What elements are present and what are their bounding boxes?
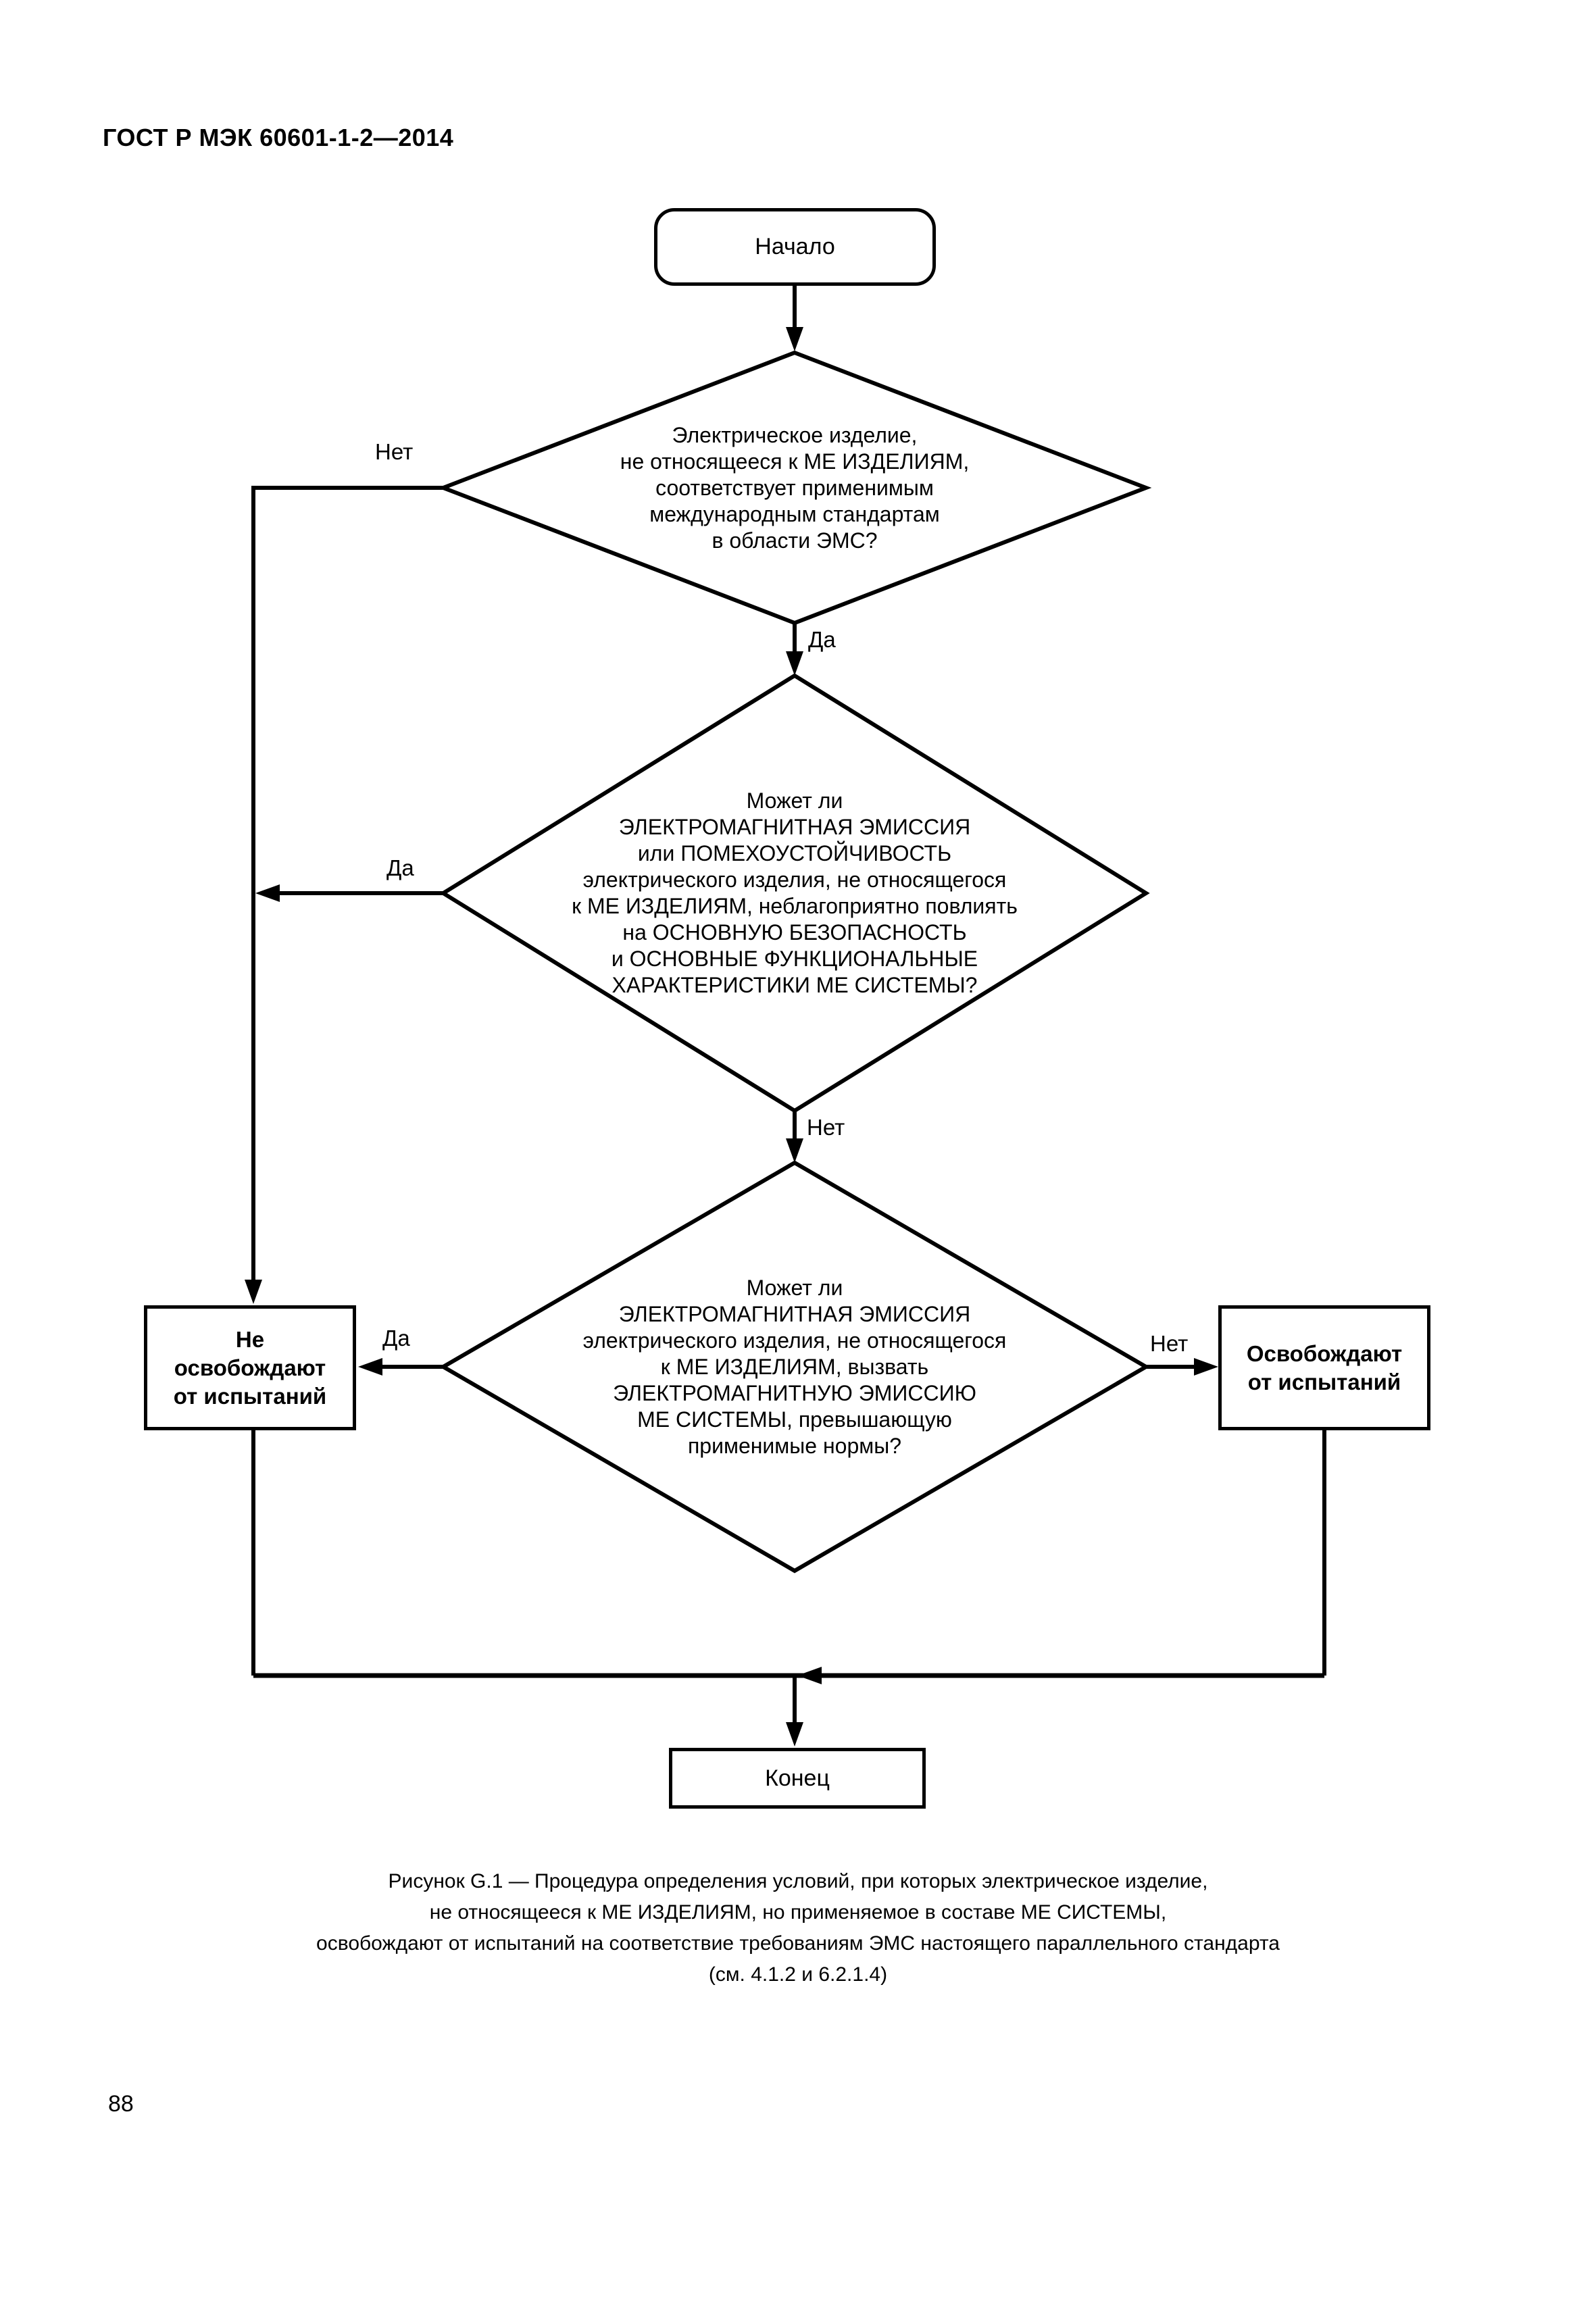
outcome-not-exempt-box: Не освобождают от испытаний [144, 1305, 356, 1430]
caption-line: Рисунок G.1 — Процедура определения усло… [388, 1870, 1208, 1892]
caption-line: освобождают от испытаний на соответствие… [316, 1932, 1280, 1955]
outcome-exempt-box: Освобождают от испытаний [1218, 1305, 1430, 1430]
edge-label-decision2-no: Нет [807, 1115, 845, 1140]
page-number: 88 [108, 2091, 134, 2117]
arrowhead-down-icon [786, 1138, 803, 1163]
edge-decision2-yes [255, 884, 443, 902]
arrowhead-left-icon [797, 1667, 822, 1684]
edge-label-decision3-yes: Да [382, 1326, 410, 1351]
outcome-line: от испытаний [173, 1383, 327, 1409]
edge-merge-horizontal [253, 1667, 1324, 1684]
edge-label-decision1-yes: Да [808, 627, 836, 652]
end-node: Конец [669, 1748, 926, 1809]
start-node: Начало [654, 208, 936, 286]
outcome-line: Не [235, 1326, 265, 1352]
arrowhead-right-icon [1194, 1358, 1218, 1376]
arrowhead-down-icon [245, 1280, 262, 1304]
decision1-diamond [437, 350, 1152, 626]
connector-line [251, 486, 443, 1282]
arrowhead-down-icon [786, 651, 803, 676]
arrowhead-down-icon [786, 1722, 803, 1746]
decision2-diamond [439, 673, 1150, 1113]
arrowhead-down-icon [786, 327, 803, 351]
end-node-label: Конец [765, 1765, 830, 1791]
outcome-line: от испытаний [1247, 1369, 1401, 1394]
edge-decision3-no [1146, 1358, 1218, 1376]
caption-line: не относящееся к МЕ ИЗДЕЛИЯМ, но применя… [429, 1901, 1167, 1923]
edge-start-to-decision1 [786, 286, 803, 351]
outcome-line: Освобождают [1246, 1340, 1403, 1366]
edge-decision1-yes [786, 623, 803, 676]
outcome-exempt-text: Освобождают от испытаний [1247, 1340, 1402, 1397]
decision3-diamond [439, 1160, 1150, 1574]
edge-merge-to-end [786, 1676, 803, 1746]
edge-label-decision2-yes: Да [386, 855, 414, 880]
outcome-line: освобождают [174, 1355, 326, 1380]
edge-decision3-yes [358, 1358, 443, 1376]
edge-label-decision1-no: Нет [375, 439, 414, 464]
caption-line: (см. 4.1.2 и 6.2.1.4) [708, 1963, 888, 1986]
start-node-label: Начало [755, 234, 835, 259]
edge-decision1-no [245, 486, 443, 1304]
edge-decision2-no [786, 1111, 803, 1163]
edge-label-decision3-no: Нет [1150, 1331, 1189, 1356]
figure-caption: Рисунок G.1 — Процедура определения усло… [0, 1866, 1596, 1990]
outcome-not-exempt-text: Не освобождают от испытаний [174, 1326, 326, 1411]
arrowhead-left-icon [255, 884, 280, 902]
arrowhead-left-icon [358, 1358, 382, 1376]
standard-designation: ГОСТ Р МЭК 60601-1-2—2014 [103, 124, 454, 151]
